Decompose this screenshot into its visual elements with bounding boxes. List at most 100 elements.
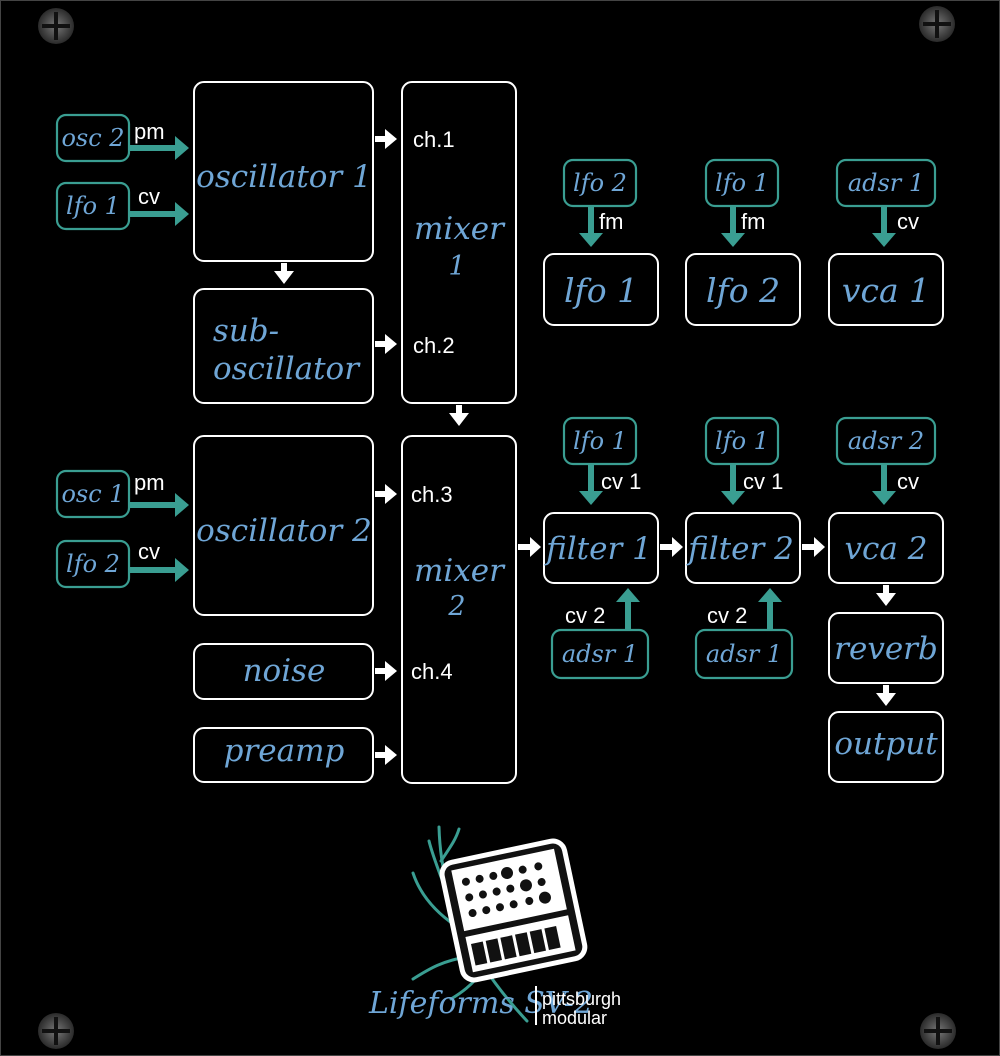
arrow-right-icon	[175, 558, 189, 582]
module-label: 1	[448, 251, 465, 282]
module-label: filter 1	[544, 531, 652, 567]
module-sub-oscillator: sub- oscillator	[193, 288, 374, 404]
source-label: adsr 1	[562, 640, 638, 668]
module-output: output	[828, 711, 944, 783]
mod-label: fm	[599, 209, 623, 234]
module-label: mixer	[414, 211, 506, 247]
mod-lfo2-fm: lfo 1 fm	[704, 158, 780, 247]
mod-label: cv 1	[601, 469, 641, 494]
module-reverb: reverb	[828, 612, 944, 684]
module-label: oscillator 1	[196, 159, 372, 195]
channel-label: ch.1	[413, 127, 455, 152]
mod-label: pm	[134, 470, 165, 495]
mod-lfo1-fm: lfo 2 fm	[562, 158, 638, 247]
module-vca-2: vca 2	[828, 512, 944, 584]
module-label: mixer	[414, 553, 506, 589]
source-label: osc 1	[61, 480, 124, 508]
source-label: osc 2	[61, 124, 124, 152]
module-label: oscillator 2	[196, 513, 372, 549]
arrow-right-icon	[375, 334, 397, 354]
source-label: adsr 1	[848, 169, 924, 197]
channel-label: ch.2	[413, 333, 455, 358]
product-name: Lifeforms SV-2	[368, 986, 593, 1021]
screw-icon	[38, 8, 74, 44]
arrow-right-icon	[375, 661, 397, 681]
arrow-down-icon	[876, 585, 896, 606]
module-label: vca 2	[845, 531, 928, 567]
module-noise: noise	[193, 643, 374, 700]
source-label: lfo 1	[66, 192, 120, 220]
mod-label: cv	[897, 209, 919, 234]
module-label: 2	[447, 591, 465, 622]
arrow-down-icon	[872, 491, 896, 505]
arrow-down-icon	[721, 491, 745, 505]
source-label: lfo 1	[573, 427, 627, 455]
mod-label: cv 2	[707, 603, 747, 628]
arrow-up-icon	[758, 588, 782, 602]
arrow-down-icon	[579, 491, 603, 505]
arrow-down-icon	[449, 405, 469, 426]
arrow-down-icon	[274, 263, 294, 284]
module-oscillator-2: oscillator 2	[193, 435, 374, 616]
module-label: reverb	[834, 631, 938, 667]
module-filter-1: filter 1	[543, 512, 659, 584]
source-label: adsr 1	[706, 640, 782, 668]
module-preamp: preamp	[193, 727, 374, 783]
mod-label: cv	[138, 539, 160, 564]
module-label: filter 2	[686, 531, 794, 567]
mod-filter2-cv1: lfo 1 cv 1	[704, 416, 783, 505]
module-label: lfo 2	[706, 271, 780, 310]
screw-icon	[919, 6, 955, 42]
module-label: vca 1	[842, 271, 930, 310]
mod-label: cv 1	[743, 469, 783, 494]
module-label: lfo 1	[564, 271, 638, 310]
module-filter-2: filter 2	[685, 512, 801, 584]
module-lfo-2: lfo 2	[685, 253, 801, 326]
arrow-right-icon	[660, 537, 683, 557]
channel-label: ch.3	[411, 482, 453, 507]
source-label: lfo 2	[66, 550, 120, 578]
module-lfo-1: lfo 1	[543, 253, 659, 326]
mod-filter1-cv1: lfo 1 cv 1	[562, 416, 641, 505]
maker-name: modular	[542, 1008, 607, 1028]
arrow-down-icon	[876, 685, 896, 706]
module-label: sub-	[213, 313, 279, 349]
arrow-up-icon	[616, 588, 640, 602]
screw-icon	[920, 1013, 956, 1049]
mod-label: cv	[897, 469, 919, 494]
mod-label: pm	[134, 119, 165, 144]
arrow-right-icon	[175, 493, 189, 517]
module-mixer-2: mixer 2 ch.3 ch.4	[401, 435, 517, 784]
mod-label: fm	[741, 209, 765, 234]
mod-osc1-cv: lfo 1 cv	[55, 181, 189, 231]
mod-filter1-cv2: adsr 1 cv 2	[550, 588, 650, 680]
synth-icon	[439, 838, 588, 983]
mod-osc2-pm: osc 1 pm	[55, 469, 189, 519]
arrow-right-icon	[175, 202, 189, 226]
mod-label: cv	[138, 184, 160, 209]
source-label: lfo 2	[573, 169, 627, 197]
module-mixer-1: mixer 1 ch.1 ch.2	[401, 81, 517, 404]
arrow-right-icon	[375, 745, 397, 765]
arrow-down-icon	[721, 233, 745, 247]
source-label: lfo 1	[715, 169, 769, 197]
screw-icon	[38, 1013, 74, 1049]
arrow-down-icon	[579, 233, 603, 247]
arrow-right-icon	[802, 537, 825, 557]
mod-osc1-pm: osc 2 pm	[55, 113, 189, 163]
channel-label: ch.4	[411, 659, 453, 684]
source-label: adsr 2	[848, 427, 924, 455]
source-label: lfo 1	[715, 427, 769, 455]
maker-name: pittsburgh	[542, 989, 621, 1009]
module-label: noise	[243, 653, 326, 689]
mod-vca1-cv: adsr 1 cv	[835, 158, 937, 247]
arrow-right-icon	[375, 129, 397, 149]
mod-vca2-cv: adsr 2 cv	[835, 416, 937, 505]
arrow-right-icon	[375, 484, 397, 504]
module-label: output	[834, 726, 938, 762]
signal-arrows	[274, 129, 896, 765]
module-oscillator-1: oscillator 1	[193, 81, 374, 262]
module-vca-1: vca 1	[828, 253, 944, 326]
